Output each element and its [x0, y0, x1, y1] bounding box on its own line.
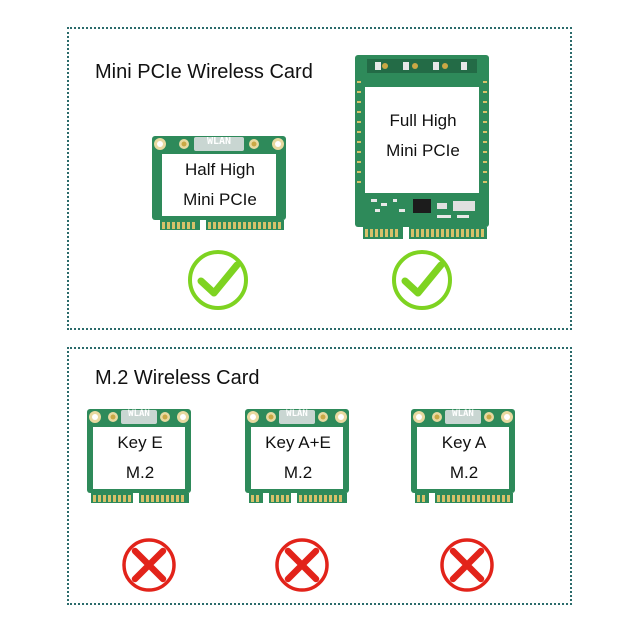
wlan-chip-label: WLAN	[452, 409, 474, 419]
cross-icon	[274, 537, 330, 593]
key-e-m2-card: WLAN Key E M.2	[85, 407, 195, 507]
key-a-e-m2-card: WLAN Key A+E M.2	[243, 407, 353, 507]
card-label-line2: M.2	[449, 463, 479, 482]
wlan-chip-label: WLAN	[206, 136, 232, 147]
m2-panel: M.2 Wireless Card WLAN Key E M.2	[67, 347, 572, 605]
card-label-line1: Key A+E	[265, 433, 331, 452]
card-label-line1: Half High	[185, 160, 255, 179]
full-high-mini-pcie-card: Full High Mini PCIe	[353, 53, 493, 243]
card-label-line2: Mini PCIe	[183, 190, 257, 209]
card-label-line1: Key E	[117, 433, 163, 452]
card-label-line1: Key A	[441, 433, 487, 452]
check-icon	[391, 249, 453, 311]
mini-pcie-panel-title: Mini PCIe Wireless Card	[95, 61, 313, 83]
wlan-chip-label: WLAN	[128, 409, 150, 419]
half-high-mini-pcie-card: WLAN Half High Mini PCIe	[150, 134, 290, 234]
wlan-chip-label: WLAN	[286, 409, 308, 419]
m2-panel-title: M.2 Wireless Card	[95, 367, 260, 389]
check-icon	[187, 249, 249, 311]
card-label-line2: M.2	[283, 463, 313, 482]
card-label-line2: M.2	[125, 463, 155, 482]
mini-pcie-panel: Mini PCIe Wireless Card WLAN Half High M…	[67, 27, 572, 330]
cross-icon	[121, 537, 177, 593]
card-label-line1: Full High	[389, 111, 457, 130]
key-a-m2-card: WLAN Key A M.2	[409, 407, 519, 507]
card-label-line2: Mini PCIe	[386, 141, 460, 160]
cross-icon	[439, 537, 495, 593]
